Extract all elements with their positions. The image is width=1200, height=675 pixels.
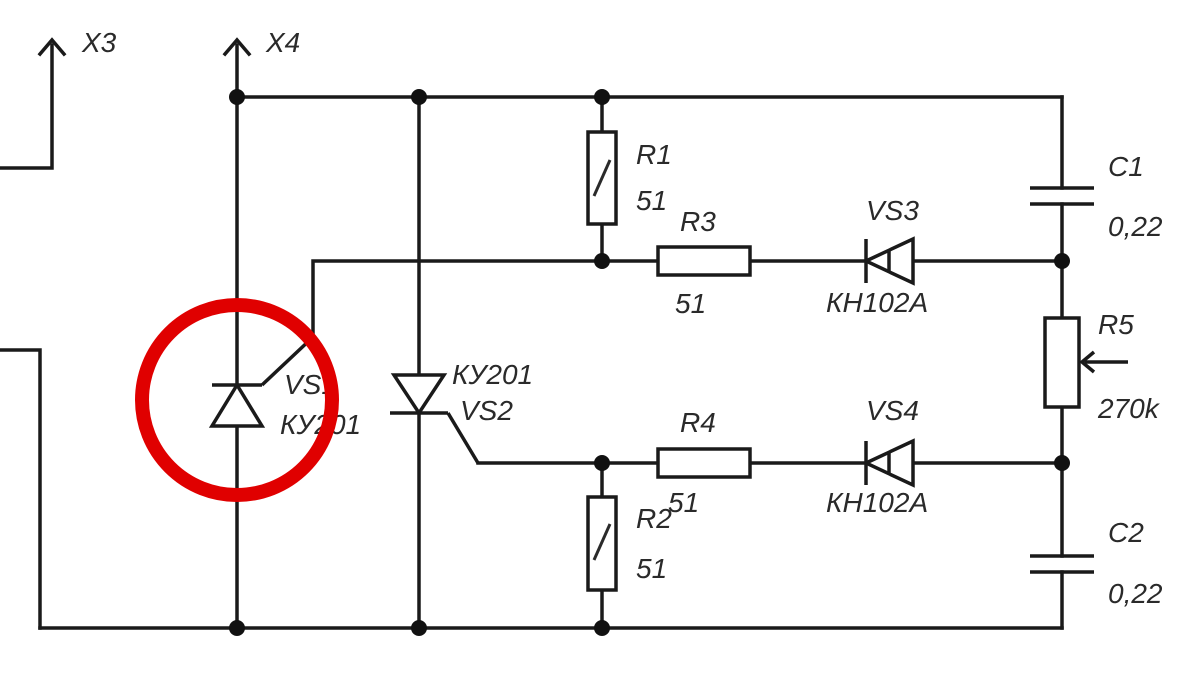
- resistor-r1: R1 51: [586, 130, 672, 226]
- vs4-type-label: КН102А: [826, 487, 928, 518]
- dinistor-vs4: VS4 КН102А: [826, 395, 928, 518]
- vs1-gate-wire: [311, 259, 660, 339]
- x3-wire: [0, 43, 54, 170]
- x4-label: X4: [265, 27, 300, 58]
- r3-body-icon: [656, 245, 752, 277]
- c1-name-label: C1: [1108, 151, 1144, 182]
- vs2-type-label: КУ201: [452, 359, 533, 390]
- resistor-r2: R2 51: [586, 495, 672, 592]
- r1-value-label: 51: [636, 185, 667, 216]
- junction-dot: [411, 620, 427, 636]
- junction-dot: [594, 89, 610, 105]
- vs1-triangle-icon: [208, 381, 266, 428]
- vs2-gate-lead: [446, 412, 480, 464]
- r5-name-label: R5: [1098, 309, 1134, 340]
- junction-dot: [1054, 455, 1070, 471]
- c2-name-label: C2: [1108, 517, 1144, 548]
- vs2-name-label: VS2: [460, 395, 513, 426]
- left-lower-wire: [0, 348, 42, 630]
- capacitor-c1: C1 0,22: [1030, 151, 1163, 242]
- junction-dot: [411, 89, 427, 105]
- junctions: [229, 89, 1070, 636]
- vs3-name-label: VS3: [866, 195, 919, 226]
- capacitor-c2: C2 0,22: [1030, 517, 1163, 609]
- dinistor-vs3: VS3 КН102А: [826, 195, 928, 318]
- r2-value-label: 51: [636, 553, 667, 584]
- r5-value-label: 270k: [1097, 393, 1161, 424]
- r3-name-label: R3: [680, 206, 716, 237]
- junction-dot: [1054, 253, 1070, 269]
- vs1-gate-lead: [260, 335, 315, 387]
- vs2-triangle-icon: [390, 373, 448, 417]
- junction-dot: [594, 620, 610, 636]
- terminal-x3: X3: [37, 27, 117, 58]
- r2-name-label: R2: [636, 503, 672, 534]
- r3-value-label: 51: [675, 288, 706, 319]
- resistor-r4: R4 51: [656, 407, 752, 518]
- r5-wiper-arrow-icon: [1079, 350, 1096, 374]
- c1-value-label: 0,22: [1108, 211, 1163, 242]
- r4-name-label: R4: [680, 407, 716, 438]
- x3-arrow-icon: [37, 37, 67, 57]
- terminal-x4: X4: [222, 27, 300, 58]
- x4-arrow-icon: [222, 37, 252, 57]
- r1-body-icon: [586, 130, 618, 226]
- vs4-name-label: VS4: [866, 395, 919, 426]
- junction-dot: [594, 455, 610, 471]
- potentiometer-r5: R5 270k: [1043, 309, 1161, 424]
- resistor-r3: R3 51: [656, 206, 752, 319]
- r1-slash-icon: [592, 159, 612, 197]
- junction-dot: [229, 89, 245, 105]
- junction-dot: [229, 620, 245, 636]
- thyristor-vs2: КУ201 VS2: [390, 359, 533, 464]
- r1-name-label: R1: [636, 139, 672, 170]
- r2-slash-icon: [592, 523, 612, 561]
- r4-value-label: 51: [668, 487, 699, 518]
- vs1-highlight-circle: [135, 298, 339, 502]
- wires: [0, 43, 1064, 630]
- vs3-type-label: КН102А: [826, 287, 928, 318]
- x3-label: X3: [81, 27, 117, 58]
- c2-value-label: 0,22: [1108, 578, 1163, 609]
- thyristor-vs1: VS1 КУ201: [208, 335, 361, 440]
- junction-dot: [594, 253, 610, 269]
- r4-body-icon: [656, 447, 752, 479]
- r5-body-icon: [1043, 316, 1081, 409]
